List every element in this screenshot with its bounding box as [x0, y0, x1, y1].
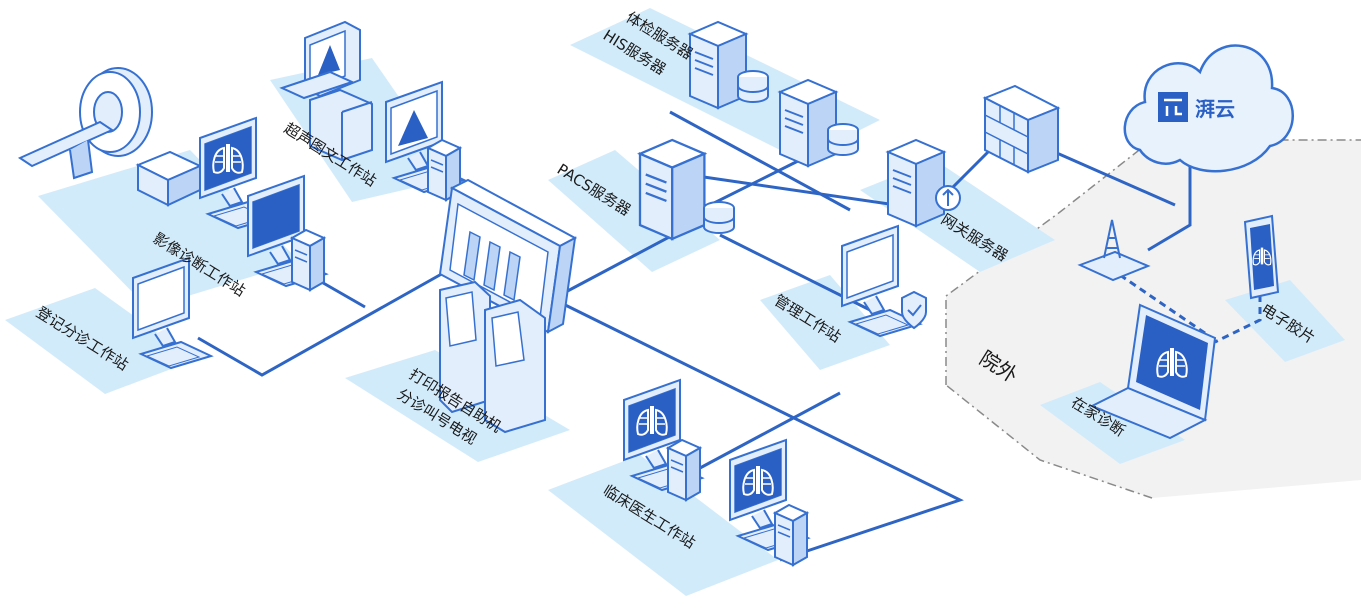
clinician-monitor-2 [729, 439, 809, 551]
phone-icon [1243, 214, 1280, 300]
platform-home [1040, 382, 1185, 464]
his-server-icon [779, 79, 837, 167]
shield-icon [901, 290, 927, 330]
printer-icon [135, 150, 203, 207]
pacs-db-icon [703, 201, 735, 234]
cloud-logo-icon [1158, 92, 1188, 122]
ultrasound-machine-icon [279, 20, 373, 162]
platform-registration [5, 288, 195, 394]
kiosk-icon [439, 280, 546, 434]
gateway-server-icon [887, 139, 945, 227]
platform-film [1225, 280, 1345, 362]
imaging-monitor-2 [247, 175, 327, 287]
router-icon [1077, 219, 1151, 282]
imaging-monitor-1 [199, 117, 279, 229]
platform-clinician [548, 455, 778, 596]
cloud-icon [1123, 44, 1294, 173]
wireless-links [1119, 273, 1262, 344]
pacs-server-icon [638, 138, 706, 241]
imaging-pc-icon [291, 229, 325, 291]
outside-zone-border [945, 139, 1361, 499]
ultrasound-monitor [385, 81, 465, 193]
ct-scanner-icon [17, 67, 153, 180]
platform-pacs [548, 150, 720, 272]
platform-imaging [38, 150, 300, 308]
clinician-pc-1 [667, 439, 701, 501]
his-db-icon [827, 123, 859, 156]
cloud-brand-label: 湃云 [1195, 97, 1235, 121]
platform-management [760, 275, 890, 370]
clinician-monitor-1 [623, 379, 703, 491]
exam-db-icon [737, 70, 769, 103]
laptop-icon [1089, 303, 1217, 440]
clinician-pc-2 [774, 504, 808, 566]
firewall-icon [982, 84, 1061, 174]
gateway-badge-icon [935, 185, 961, 211]
queue-tv-icon [438, 178, 578, 334]
